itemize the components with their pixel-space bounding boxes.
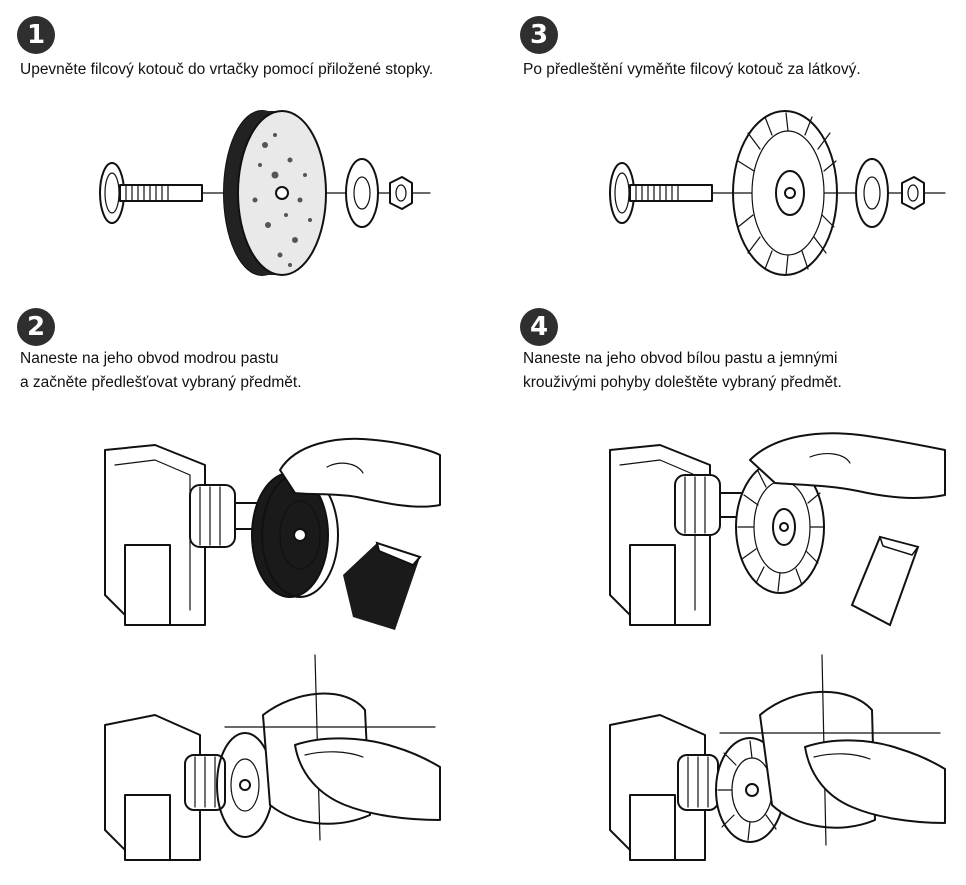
drill-cloth-wheel-paste-illustration — [609, 432, 946, 627]
felt-wheel-assembly-illustration — [99, 110, 431, 276]
step-1-text: Upevněte filcový kotouč do vrtačky pomoc… — [20, 58, 433, 82]
step-3-line-1: Po předleštění vyměňte filcový kotouč za… — [523, 61, 861, 78]
step-4-badge: 4 — [520, 308, 558, 346]
step-4-line-1: Naneste na jeho obvod bílou pastu a jemn… — [523, 350, 838, 367]
step-2-badge: 2 — [17, 308, 55, 346]
step-3-text: Po předleštění vyměňte filcový kotouč za… — [523, 58, 861, 82]
cloth-wheel-assembly-illustration — [609, 110, 946, 276]
step-2-line-2: a začněte předlešťovat vybraný předmět. — [20, 374, 302, 391]
step-4-text: Naneste na jeho obvod bílou pastu a jemn… — [523, 347, 842, 395]
drill-felt-wheel-paste-illustration — [104, 437, 441, 630]
step-2-line-1: Naneste na jeho obvod modrou pastu — [20, 350, 279, 367]
step-3-badge: 3 — [520, 16, 558, 54]
step-1-line-1: Upevněte filcový kotouč do vrtačky pomoc… — [20, 61, 434, 78]
drill-felt-wheel-polishing-illustration — [104, 654, 441, 861]
step-4-line-2: krouživými pohyby doleštěte vybraný před… — [523, 374, 842, 391]
drill-cloth-wheel-polishing-illustration — [609, 654, 946, 861]
step-2-text: Naneste na jeho obvod modrou pastu a zač… — [20, 347, 302, 395]
step-1-badge: 1 — [17, 16, 55, 54]
